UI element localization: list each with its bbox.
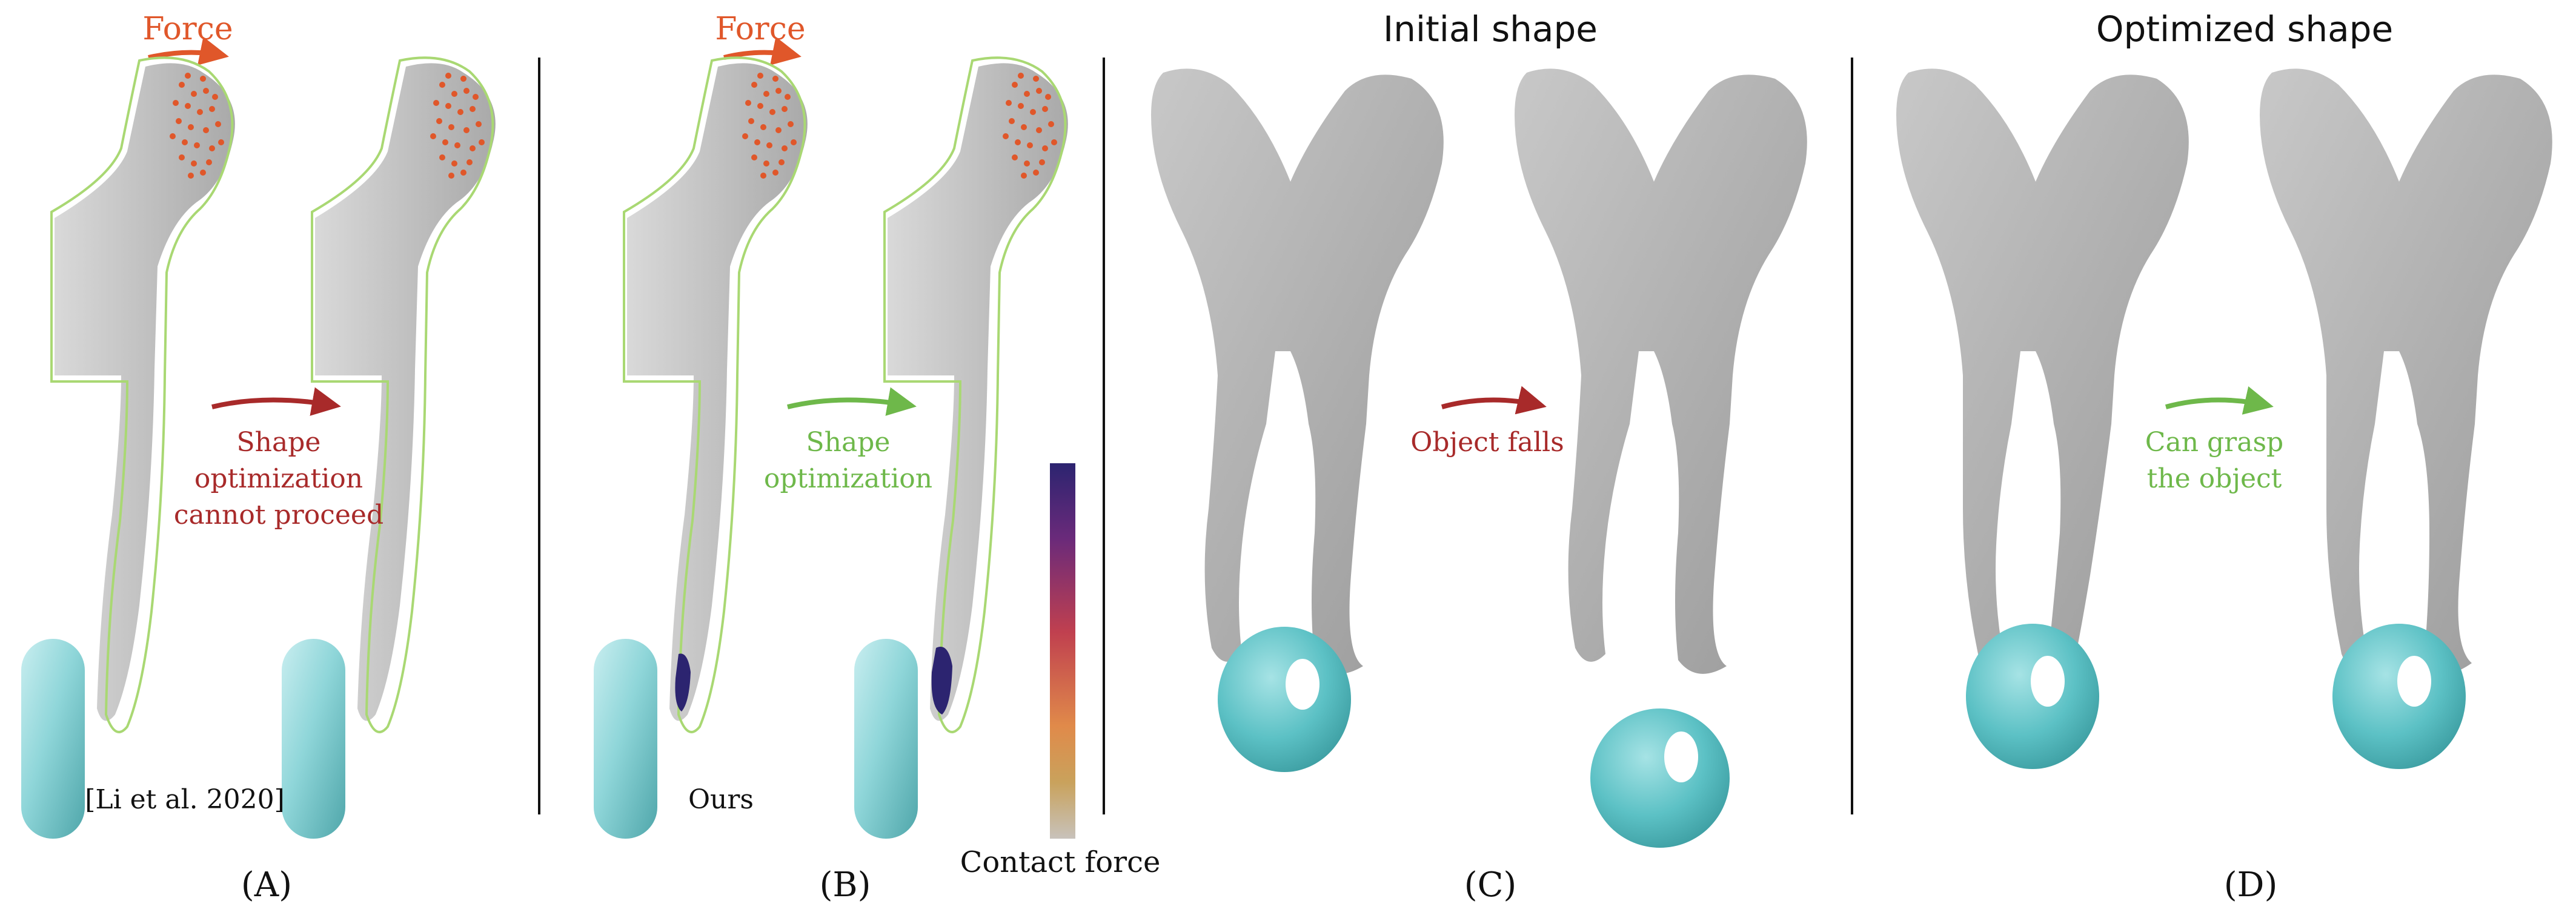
gripper-shape-b-left	[623, 56, 808, 733]
gripper-shape-b-right	[883, 56, 1068, 733]
contact-points-a-left	[170, 73, 224, 179]
colorbar-label: Contact force	[960, 845, 1161, 879]
torus-object-c-left	[1218, 627, 1351, 772]
force-arrow-a	[148, 36, 229, 65]
caption-c: (C)	[1464, 865, 1517, 905]
caption-a: (A)	[241, 865, 292, 905]
object-pill-a-left	[21, 639, 85, 839]
object-pill-b-left	[594, 639, 657, 839]
contact-points-b-left	[742, 73, 797, 179]
contact-points-b-right	[1003, 73, 1057, 179]
arrow-text-a-line3: cannot proceed	[174, 500, 383, 530]
arrow-text-d-line1: Can grasp	[2145, 427, 2283, 458]
panel-c-title: Initial shape	[1383, 8, 1598, 50]
panel-d-title: Optimized shape	[2096, 8, 2393, 50]
caption-b: (B)	[820, 865, 871, 905]
caption-d: (D)	[2224, 865, 2278, 905]
arrow-text-b-line1: Shape	[806, 427, 891, 458]
arrow-text-d-line2: the object	[2147, 463, 2282, 494]
panel-d: Optimized shape Can grasp the object (D)	[1896, 8, 2552, 905]
object-pill-b-right	[854, 639, 918, 839]
contact-force-colorbar	[1050, 463, 1075, 839]
panel-b: Force Shape optimization Ours Contact fo…	[594, 11, 1160, 905]
torus-object-d-left	[1966, 624, 2099, 769]
panel-a: Force Shape optimization cannot proceed …	[21, 11, 496, 905]
gripper-shape-a-left	[50, 56, 235, 733]
contact-points-a-right	[430, 73, 485, 179]
torus-object-d-right	[2332, 624, 2466, 769]
transition-arrow-a	[211, 387, 341, 416]
gripper-3d-d-right	[2260, 68, 2552, 675]
arrow-text-a-line2: optimization	[194, 463, 363, 494]
gripper-3d-d-left	[1896, 68, 2189, 676]
force-label-a: Force	[142, 11, 233, 47]
torus-object-c-right	[1590, 708, 1730, 848]
arrow-text-a-line1: Shape	[237, 427, 321, 458]
gripper-3d-c-left	[1151, 68, 1444, 674]
gripper-3d-c-right	[1515, 68, 1807, 674]
transition-arrow-c	[1441, 386, 1547, 415]
transition-arrow-d	[2165, 386, 2274, 415]
method-label-ours: Ours	[688, 784, 754, 815]
arrow-text-c: Object falls	[1410, 427, 1564, 458]
transition-arrow-b	[787, 387, 917, 416]
force-arrow-b	[723, 36, 802, 65]
force-label-b: Force	[715, 11, 805, 47]
arrow-text-b-line2: optimization	[764, 463, 932, 494]
citation-label: [Li et al. 2020]	[85, 784, 285, 815]
panel-c: Initial shape Object falls (C)	[1151, 8, 1807, 905]
object-pill-a-right	[282, 639, 345, 839]
gripper-shape-a-right	[311, 56, 496, 733]
